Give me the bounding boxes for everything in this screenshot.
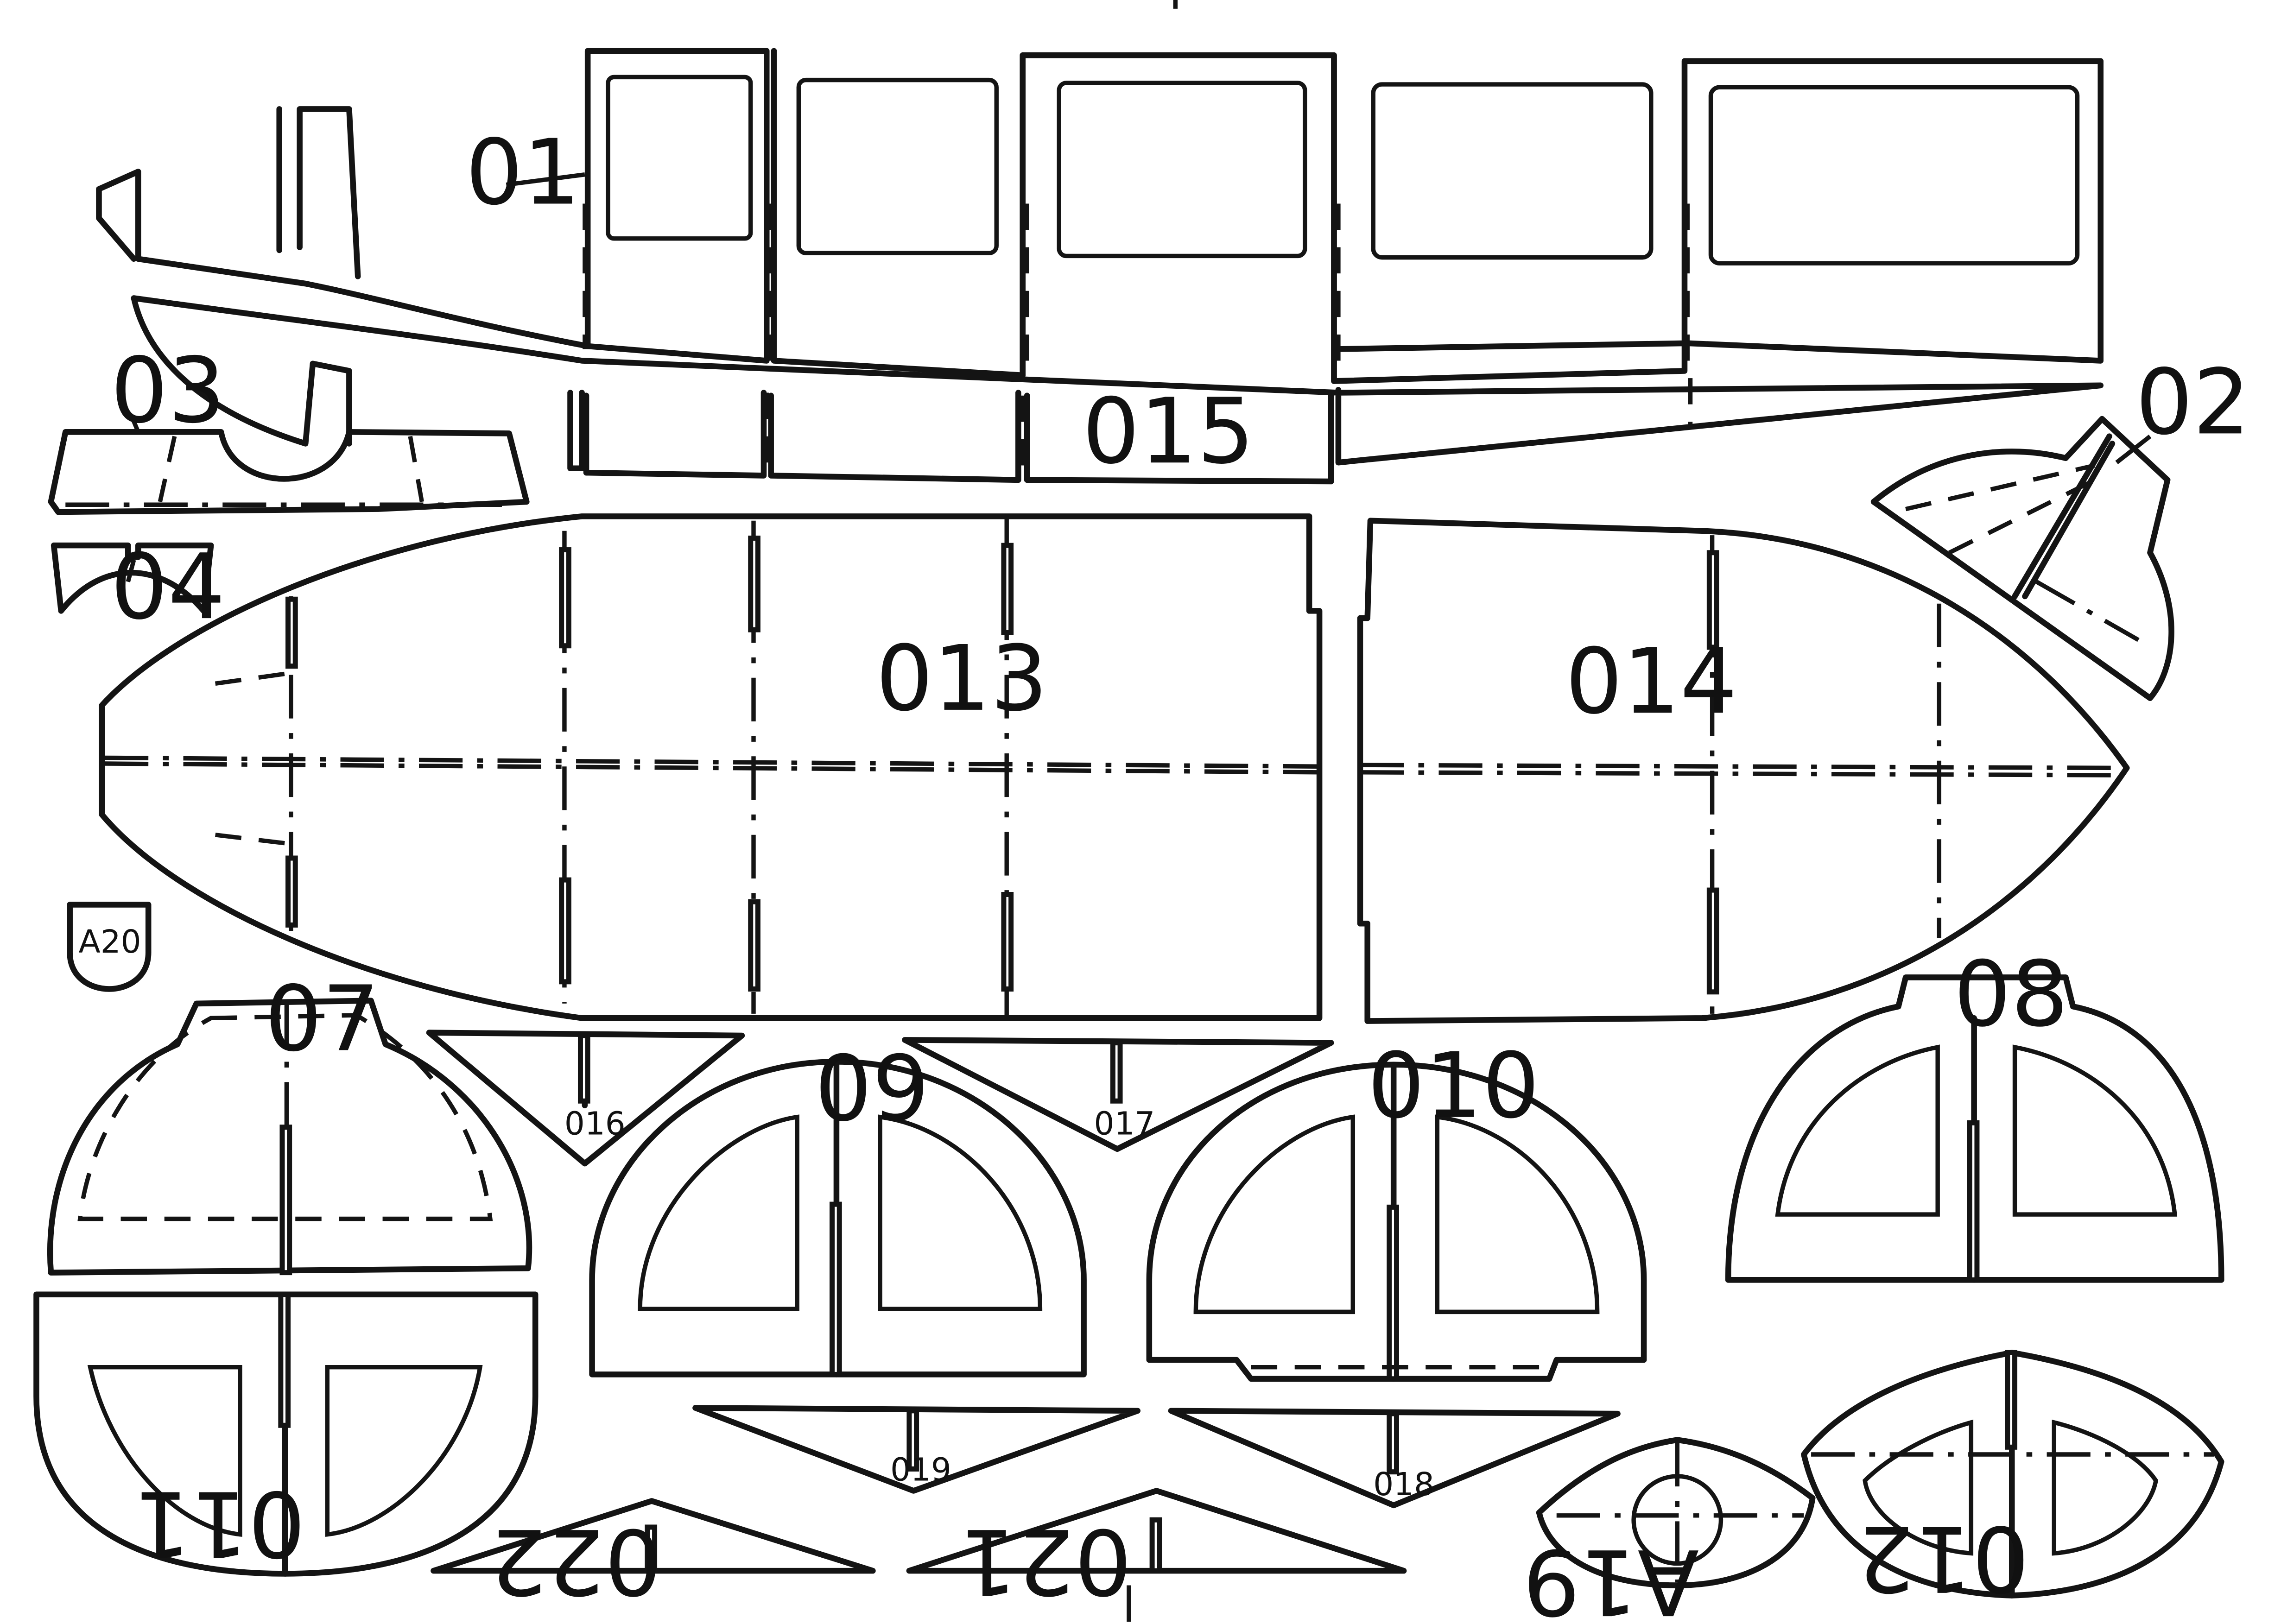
part-a19: A19 — [1523, 1437, 1816, 1624]
part-08: 08 — [1725, 942, 2224, 1283]
part-018: 018 — [1168, 1408, 1621, 1509]
part-01: 01 — [96, 48, 2104, 466]
part-02: 02 — [1870, 349, 2250, 701]
label-017: 017 — [1094, 1105, 1155, 1142]
label-012: 012 — [1857, 1506, 2029, 1611]
label-a19: A19 — [1523, 1529, 1699, 1622]
label-03: 03 — [111, 338, 226, 443]
label-011: 011 — [133, 1471, 305, 1576]
label-04: 04 — [111, 534, 226, 639]
label-018: 018 — [1373, 1466, 1434, 1503]
part-011: 011 — [33, 1291, 539, 1577]
part-019: 019 — [692, 1405, 1140, 1494]
part-015: 015 — [567, 378, 1693, 485]
label-02: 02 — [2135, 349, 2250, 455]
part-016: 016 — [426, 1030, 745, 1167]
part-017: 017 — [902, 1037, 1334, 1152]
label-022: 022 — [490, 1509, 662, 1614]
label-09: 09 — [815, 1036, 930, 1141]
part-022: 022 — [431, 1498, 876, 1614]
part-021: 021 — [906, 1488, 1407, 1614]
label-021: 021 — [960, 1509, 1132, 1614]
label-019: 019 — [890, 1452, 951, 1489]
part-012: 012 — [1801, 1350, 2224, 1611]
label-016: 016 — [564, 1105, 626, 1142]
label-010: 010 — [1368, 1033, 1540, 1138]
label-013: 013 — [876, 626, 1048, 731]
label-08: 08 — [1954, 942, 2069, 1047]
part-09: 09 — [589, 1036, 1087, 1378]
part-03: 03 — [48, 338, 530, 515]
sheet-badge: A20 — [67, 902, 152, 992]
part-04: 04 — [51, 534, 226, 639]
part-014: 014 — [1357, 518, 2130, 1024]
label-01: 01 — [465, 120, 580, 225]
label-014: 014 — [1565, 629, 1737, 734]
label-015: 015 — [1082, 379, 1254, 484]
part-010: 010 — [1146, 1033, 1647, 1382]
part-07: 07 — [47, 966, 532, 1276]
sheet-id: A20 — [79, 923, 141, 960]
part-013: 013 — [99, 513, 1323, 1021]
label-07: 07 — [265, 966, 380, 1071]
